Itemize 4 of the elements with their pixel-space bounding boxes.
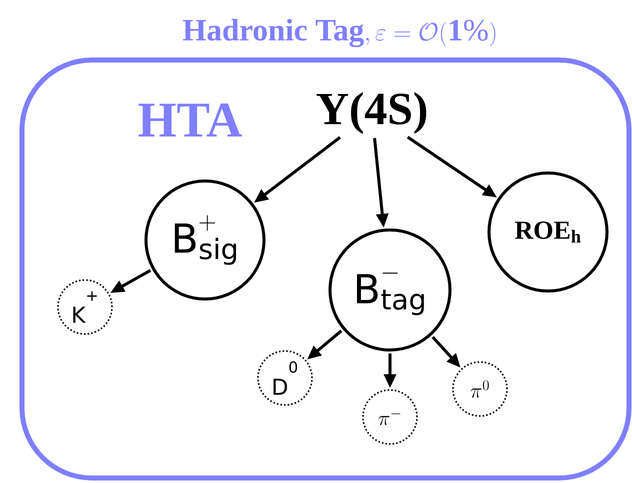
particle-label: Υ(4S) [316,92,426,134]
heading: $\mbox{\bfseries Hadronic Tag}, \varepsilon = \mathcal{O}(\mathbf{1\%})$ [182,18,496,48]
frame-label: HTA [138,104,242,136]
rounded-frame [20,58,632,480]
